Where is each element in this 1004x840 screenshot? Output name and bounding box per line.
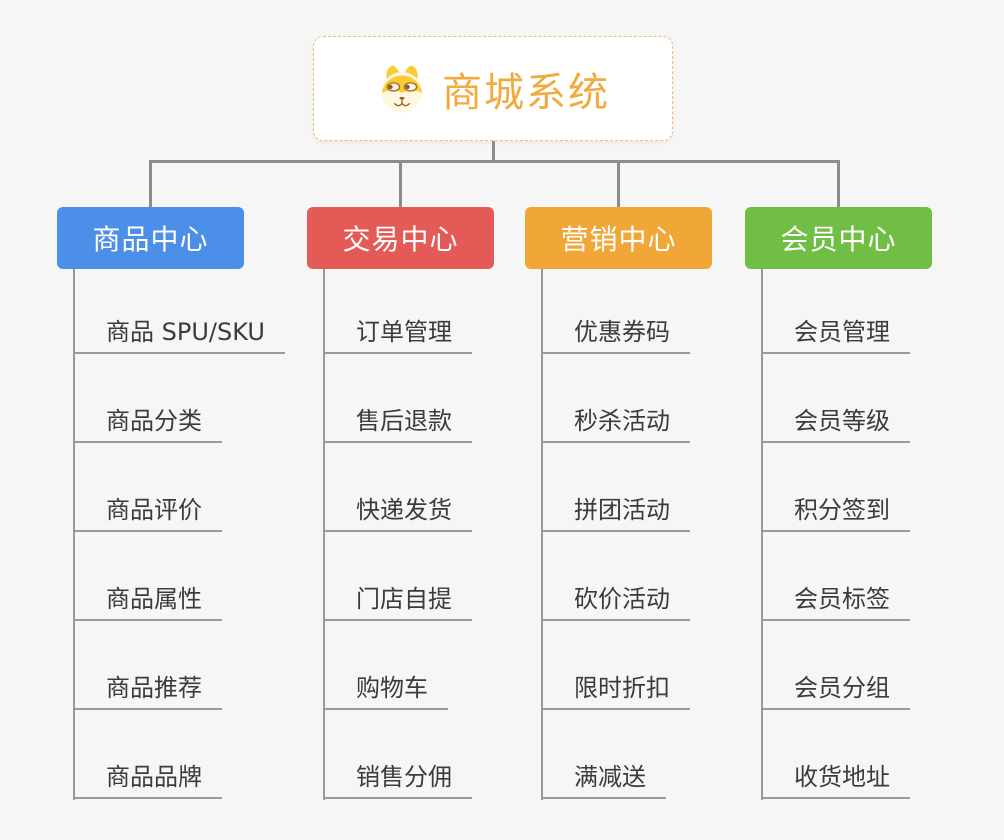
branch-trunk-line: [73, 269, 75, 800]
root-node-mall-system[interactable]: 商城系统: [313, 36, 673, 141]
leaf-node[interactable]: 订单管理: [323, 309, 472, 354]
leaf-node[interactable]: 秒杀活动: [541, 398, 690, 443]
connector-line: [399, 160, 402, 207]
branch-node-2[interactable]: 交易中心: [307, 207, 494, 269]
branch-trunk-line: [323, 269, 325, 800]
leaf-node[interactable]: 商品推荐: [73, 665, 222, 710]
leaf-label: 优惠券码: [574, 318, 670, 346]
leaf-label: 门店自提: [356, 585, 452, 613]
leaf-label: 积分签到: [794, 496, 890, 524]
leaf-label: 满减送: [574, 763, 646, 791]
branch-label: 商品中心: [92, 223, 209, 256]
leaf-label: 商品属性: [106, 585, 202, 613]
leaf-node[interactable]: 购物车: [323, 665, 448, 710]
leaf-label: 秒杀活动: [574, 407, 670, 435]
connector-line: [617, 160, 620, 207]
connector-line: [149, 160, 840, 163]
leaf-label: 会员等级: [794, 407, 890, 435]
leaf-label: 销售分佣: [356, 763, 452, 791]
leaf-label: 购物车: [356, 674, 428, 702]
leaf-label: 会员分组: [794, 674, 890, 702]
leaf-node[interactable]: 收货地址: [761, 754, 910, 799]
branch-label: 会员中心: [780, 223, 897, 256]
branch-node-3[interactable]: 营销中心: [525, 207, 712, 269]
leaf-label: 会员管理: [794, 318, 890, 346]
leaf-node[interactable]: 积分签到: [761, 487, 910, 532]
connector-line: [491, 141, 495, 163]
leaf-label: 商品 SPU/SKU: [106, 318, 265, 346]
leaf-node[interactable]: 满减送: [541, 754, 666, 799]
leaf-label: 会员标签: [794, 585, 890, 613]
connector-line: [149, 160, 152, 207]
leaf-node[interactable]: 限时折扣: [541, 665, 690, 710]
leaf-label: 商品分类: [106, 407, 202, 435]
leaf-node[interactable]: 会员分组: [761, 665, 910, 710]
leaf-node[interactable]: 门店自提: [323, 576, 472, 621]
connector-line: [837, 160, 840, 207]
leaf-node[interactable]: 会员等级: [761, 398, 910, 443]
leaf-node[interactable]: 商品评价: [73, 487, 222, 532]
leaf-label: 订单管理: [356, 318, 452, 346]
branch-node-1[interactable]: 商品中心: [57, 207, 244, 269]
dog-face-icon: [381, 64, 423, 113]
leaf-node[interactable]: 商品 SPU/SKU: [73, 309, 285, 354]
leaf-node[interactable]: 拼团活动: [541, 487, 690, 532]
leaf-node[interactable]: 商品属性: [73, 576, 222, 621]
branch-trunk-line: [761, 269, 763, 800]
branch-node-4[interactable]: 会员中心: [745, 207, 932, 269]
leaf-label: 商品评价: [106, 496, 202, 524]
leaf-node[interactable]: 商品品牌: [73, 754, 222, 799]
root-title: 商城系统: [442, 69, 610, 116]
leaf-label: 商品推荐: [106, 674, 202, 702]
leaf-node[interactable]: 商品分类: [73, 398, 222, 443]
leaf-label: 收货地址: [794, 763, 890, 791]
leaf-label: 拼团活动: [574, 496, 670, 524]
leaf-label: 快递发货: [356, 496, 452, 524]
leaf-label: 限时折扣: [574, 674, 670, 702]
leaf-label: 售后退款: [356, 407, 452, 435]
leaf-label: 商品品牌: [106, 763, 202, 791]
leaf-node[interactable]: 砍价活动: [541, 576, 690, 621]
branch-label: 交易中心: [342, 223, 459, 256]
leaf-node[interactable]: 售后退款: [323, 398, 472, 443]
leaf-node[interactable]: 会员标签: [761, 576, 910, 621]
branch-trunk-line: [541, 269, 543, 800]
leaf-label: 砍价活动: [574, 585, 670, 613]
leaf-node[interactable]: 会员管理: [761, 309, 910, 354]
leaf-node[interactable]: 销售分佣: [323, 754, 472, 799]
leaf-node[interactable]: 快递发货: [323, 487, 472, 532]
leaf-node[interactable]: 优惠券码: [541, 309, 690, 354]
branch-label: 营销中心: [560, 223, 677, 256]
